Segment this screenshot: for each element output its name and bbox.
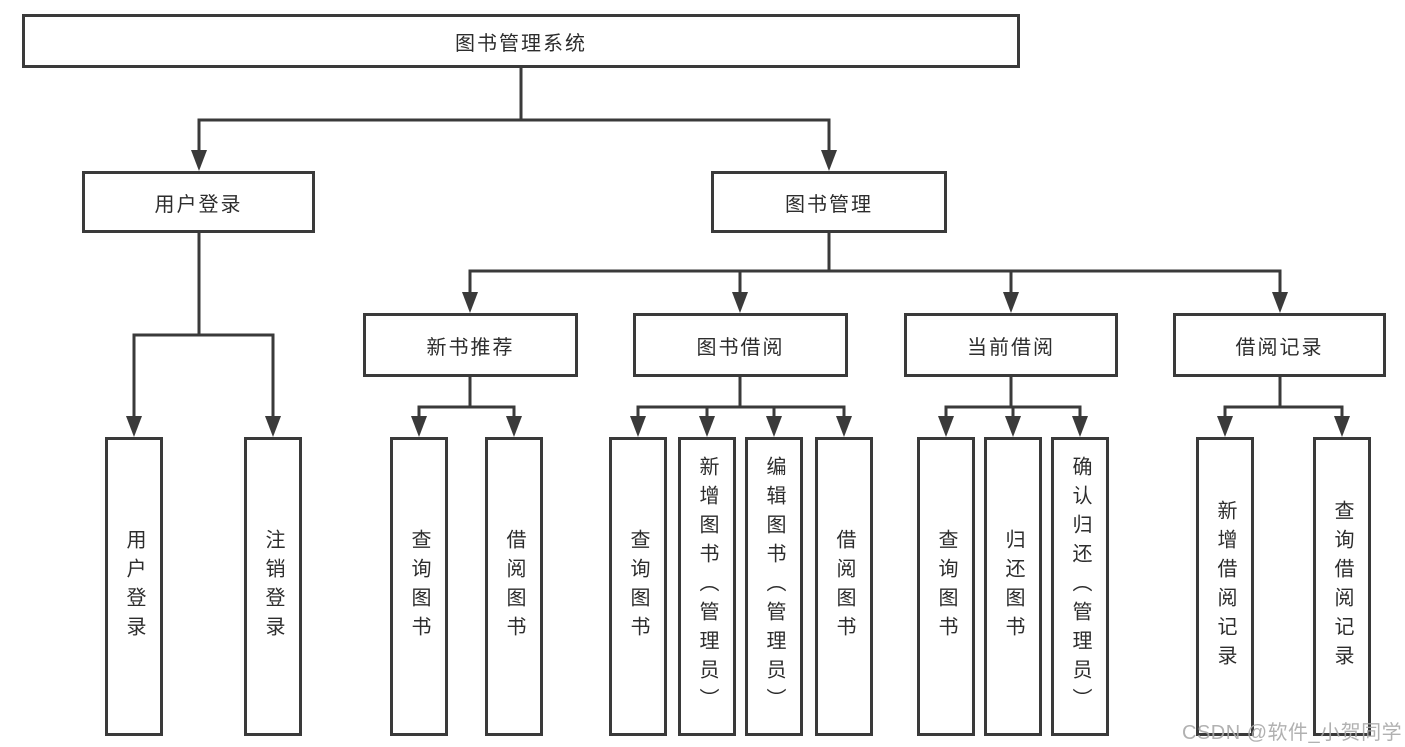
csdn-watermark: CSDN @软件_小贺同学: [1182, 722, 1403, 744]
node-new-book-recommend: 新书推荐: [363, 313, 578, 377]
node-user-login: 用户登录: [82, 171, 315, 233]
node-leaf-borrow-book-recommend: 借阅图书: [485, 437, 543, 736]
node-library-management-system: 图书管理系统: [22, 14, 1020, 68]
node-book-management: 图书管理: [711, 171, 947, 233]
node-book-borrowing: 图书借阅: [633, 313, 848, 377]
node-leaf-return-book: 归还图书: [984, 437, 1042, 736]
node-current-borrowing: 当前借阅: [904, 313, 1118, 377]
arrowheads: [126, 150, 1350, 437]
node-leaf-user-login: 用户登录: [105, 437, 163, 736]
node-leaf-query-book-recommend: 查询图书: [390, 437, 448, 736]
node-leaf-borrow-book: 借阅图书: [815, 437, 873, 736]
node-leaf-edit-book-admin: 编辑图书（管理员）: [745, 437, 803, 736]
node-borrowing-records: 借阅记录: [1173, 313, 1386, 377]
node-leaf-query-book-current: 查询图书: [917, 437, 975, 736]
node-leaf-add-book-admin: 新增图书（管理员）: [678, 437, 736, 736]
node-leaf-confirm-return-admin: 确认归还（管理员）: [1051, 437, 1109, 736]
node-leaf-query-book-borrow: 查询图书: [609, 437, 667, 736]
node-leaf-logout: 注销登录: [244, 437, 302, 736]
node-leaf-query-borrow-record: 查询借阅记录: [1313, 437, 1371, 736]
node-leaf-add-borrow-record: 新增借阅记录: [1196, 437, 1254, 736]
